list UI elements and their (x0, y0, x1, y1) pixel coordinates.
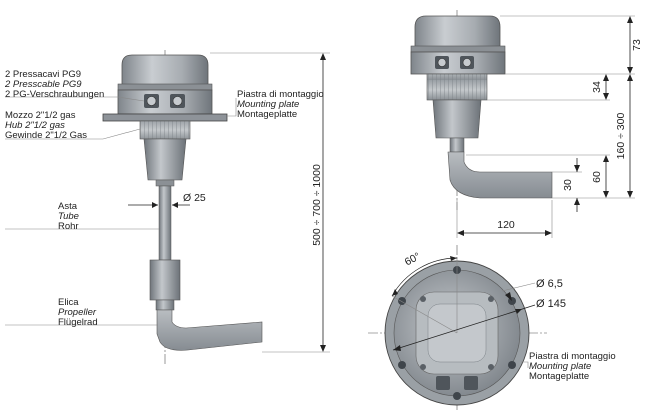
dim-height-range: 160 ÷ 300 (615, 113, 627, 160)
svg-text:Elica: Elica (58, 297, 79, 308)
dim-angle: 60° (403, 250, 423, 268)
svg-text:Propeller: Propeller (58, 307, 97, 318)
svg-text:Flügelrad: Flügelrad (58, 317, 98, 328)
mounting-hole-lower-left (398, 361, 406, 369)
svg-text:2 PG-Verschraubungen: 2 PG-Verschraubungen (5, 89, 104, 100)
left-view: Ø 25 500 ÷ 700 ÷ 1000 2 Pressacavi PG9 2… (4, 50, 330, 365)
mounting-hole-bottom (453, 392, 461, 400)
svg-text:Montageplatte: Montageplatte (237, 109, 297, 120)
svg-text:Asta: Asta (58, 201, 78, 212)
left-propeller (156, 309, 263, 351)
left-sleeve (149, 259, 181, 301)
svg-text:Piastra di montaggio: Piastra di montaggio (529, 351, 616, 362)
left-cable-gland-2 (170, 94, 185, 108)
svg-text:Mozzo 2"1/2 gas: Mozzo 2"1/2 gas (5, 110, 76, 121)
left-cable-gland-1 (144, 94, 159, 108)
side-cable-gland-2 (460, 56, 474, 69)
label-cable-glands: 2 Pressacavi PG9 2 Presscable PG9 2 PG-V… (4, 69, 104, 100)
dim-shaft-diameter: Ø 25 (183, 192, 206, 204)
side-threaded-hub (426, 73, 488, 101)
side-cable-gland-1 (435, 56, 449, 69)
side-body (432, 99, 482, 139)
svg-text:Montageplatte: Montageplatte (529, 371, 589, 382)
svg-text:Tube: Tube (58, 211, 79, 222)
label-mounting-plate-front: Piastra di montaggio Mounting plate Mont… (237, 89, 324, 120)
side-housing (414, 15, 501, 53)
svg-text:Mounting plate: Mounting plate (529, 361, 591, 372)
svg-text:Gewinde 2"1/2 Gas: Gewinde 2"1/2 Gas (5, 130, 87, 141)
left-mounting-plate (102, 113, 228, 122)
label-propeller: Elica Propeller Flügelrad (58, 297, 98, 328)
dim-hub-height: 34 (591, 81, 603, 93)
label-mounting-plate-bottom: Piastra di montaggio Mounting plate Mont… (529, 351, 616, 382)
bottom-view: 60° Ø 6,5 Ø 145 Piastra di montaggio Mou… (368, 245, 616, 410)
dim-plate-diameter: Ø 145 (536, 298, 566, 310)
dim-angle-arc (391, 257, 458, 297)
left-threaded-hub (139, 120, 191, 140)
left-housing (117, 54, 213, 115)
svg-text:Rohr: Rohr (58, 221, 79, 232)
svg-text:2 Presscable PG9: 2 Presscable PG9 (4, 79, 82, 90)
mounting-hole-lower-right (508, 361, 516, 369)
label-hub: Mozzo 2"1/2 gas Hub 2"1/2 gas Gewinde 2"… (5, 110, 87, 141)
svg-text:Piastra di montaggio: Piastra di montaggio (237, 89, 324, 100)
svg-text:Hub 2"1/2 gas: Hub 2"1/2 gas (5, 120, 65, 131)
left-shaft (158, 185, 172, 261)
left-body (143, 138, 187, 181)
mounting-hole-upper-left (398, 297, 406, 305)
dim-blade-height: 30 (562, 179, 574, 191)
side-propeller (447, 151, 553, 199)
svg-text:Mounting plate: Mounting plate (237, 99, 299, 110)
svg-text:2 Pressacavi PG9: 2 Pressacavi PG9 (5, 69, 81, 80)
dim-hole-diameter: Ø 6,5 (536, 278, 563, 290)
dim-propeller-height: 60 (591, 171, 603, 183)
label-shaft: Asta Tube Rohr (58, 201, 79, 232)
side-view: 73 34 160 ÷ 300 60 30 120 (410, 10, 643, 238)
bottom-cable-gland-1 (436, 376, 450, 390)
dim-housing-height: 73 (631, 39, 643, 51)
dim-propeller-length: 120 (497, 219, 515, 231)
dim-plate-diameter-line (392, 304, 536, 351)
bottom-cable-gland-2 (464, 376, 478, 390)
dim-total-length: 500 ÷ 700 ÷ 1000 (311, 164, 323, 246)
